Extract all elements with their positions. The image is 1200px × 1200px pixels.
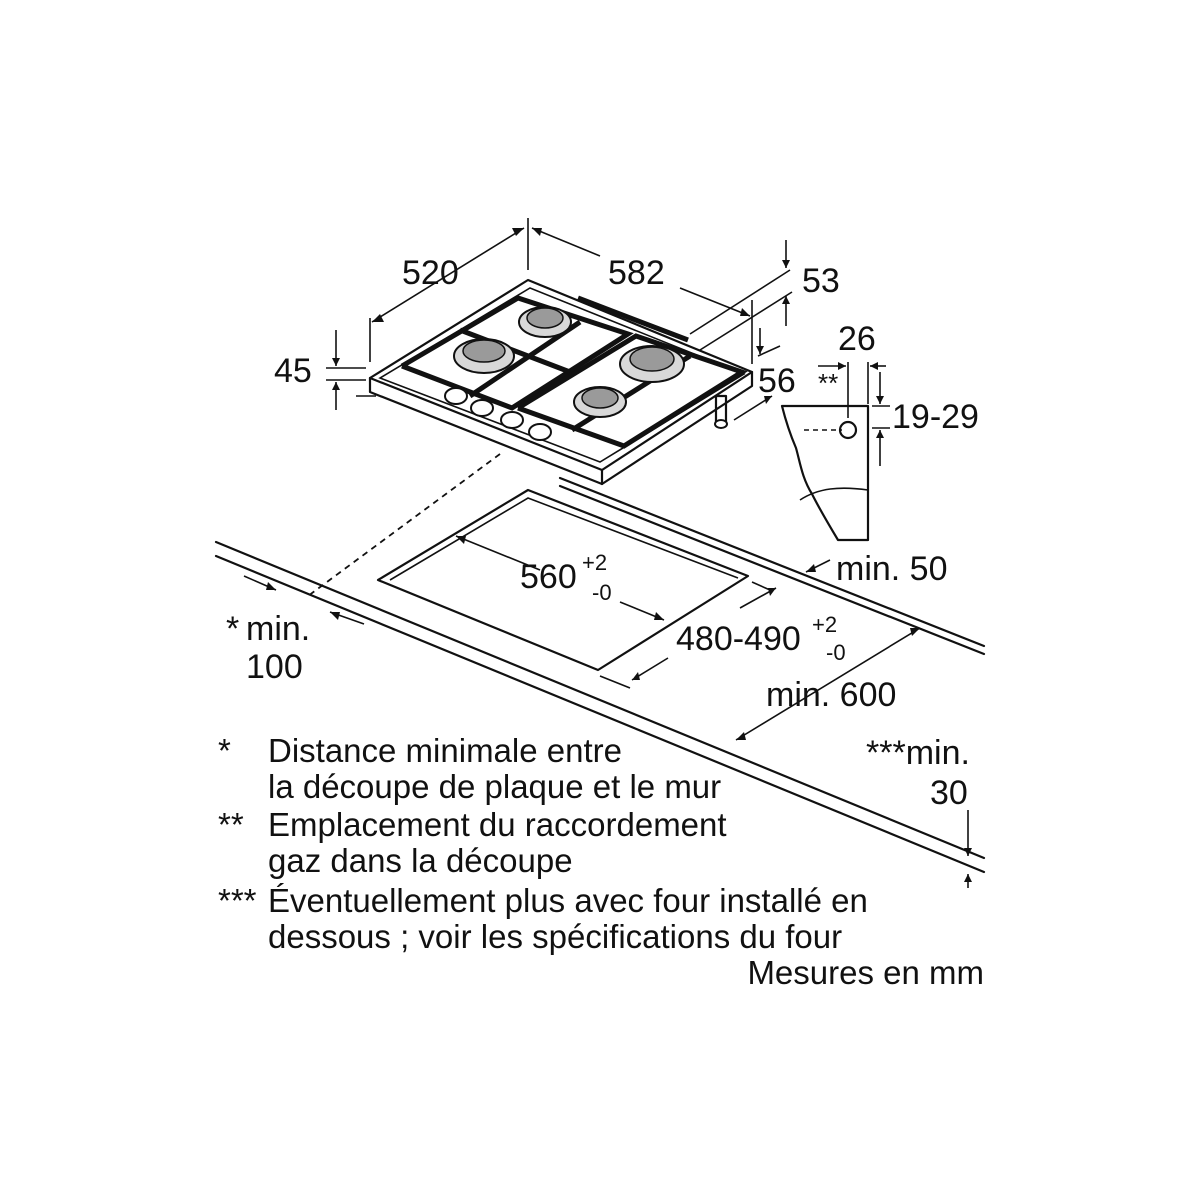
knob-3	[500, 411, 524, 429]
knob-1	[444, 387, 468, 405]
label-cutout-depth-tol-minus: -0	[826, 640, 846, 665]
label-min-wall-prefix: *	[226, 610, 239, 648]
dimension-lines	[243, 218, 972, 888]
label-min-back: min. 50	[836, 550, 948, 588]
note-1-marker: *	[218, 732, 231, 769]
label-min-wall-value: 100	[246, 648, 303, 686]
note-2-line1: Emplacement du raccordement	[268, 806, 727, 843]
units-note: Mesures en mm	[747, 954, 984, 991]
worktop-cutout	[376, 488, 750, 672]
label-min-wall: min.	[246, 610, 310, 648]
projection-line	[307, 453, 501, 597]
hob-drawing	[368, 278, 754, 486]
label-pipe-offset: 26	[838, 320, 876, 358]
worktop-drawing	[214, 476, 986, 874]
label-width: 582	[608, 254, 665, 292]
legend-notes: * Distance minimale entre la découpe de …	[218, 732, 984, 991]
pipe-connection-icon	[838, 420, 858, 440]
knob-2	[470, 399, 494, 417]
note-2-marker: **	[218, 806, 244, 843]
gas-connector	[714, 394, 728, 429]
label-pipe-marker: **	[818, 368, 838, 398]
hob-front-edge	[368, 370, 754, 486]
worktop-front-bottom-edge	[214, 554, 986, 874]
label-depth: 520	[402, 254, 459, 292]
label-height-front: 45	[274, 352, 312, 390]
label-min-oven-value: 30	[930, 774, 968, 812]
note-3-line1: Éventuellement plus avec four installé e…	[268, 882, 868, 919]
worktop-front-top-edge	[214, 540, 986, 860]
worktop-back-edge	[558, 476, 986, 648]
label-cutout-depth-tol-plus: +2	[812, 612, 837, 637]
knob-4	[528, 423, 552, 441]
note-2-line2: gaz dans la découpe	[268, 842, 573, 879]
pipe-profile	[780, 362, 890, 542]
note-1-line1: Distance minimale entre	[268, 732, 622, 769]
label-height-rear: 53	[802, 262, 840, 300]
burners	[453, 306, 685, 418]
label-min-oven: ***min.	[866, 734, 970, 772]
dimension-labels: 520 582 53 45 56 26 ** 19-29 560 +2 -0 4…	[226, 254, 979, 812]
label-cutout-depth: 480-490	[676, 620, 801, 658]
label-cutout-width-tol-plus: +2	[582, 550, 607, 575]
note-1-line2: la découpe de plaque et le mur	[268, 768, 721, 805]
label-side-56: 56	[758, 362, 796, 400]
label-min-worktop: min. 600	[766, 676, 896, 714]
label-cutout-width: 560	[520, 558, 577, 596]
note-3-marker: ***	[218, 882, 257, 919]
control-knobs	[444, 387, 552, 441]
label-cutout-width-tol-minus: -0	[592, 580, 612, 605]
profile-outline	[780, 404, 870, 542]
note-3-line2: dessous ; voir les spécifications du fou…	[268, 918, 842, 955]
label-pipe-height: 19-29	[892, 398, 979, 436]
